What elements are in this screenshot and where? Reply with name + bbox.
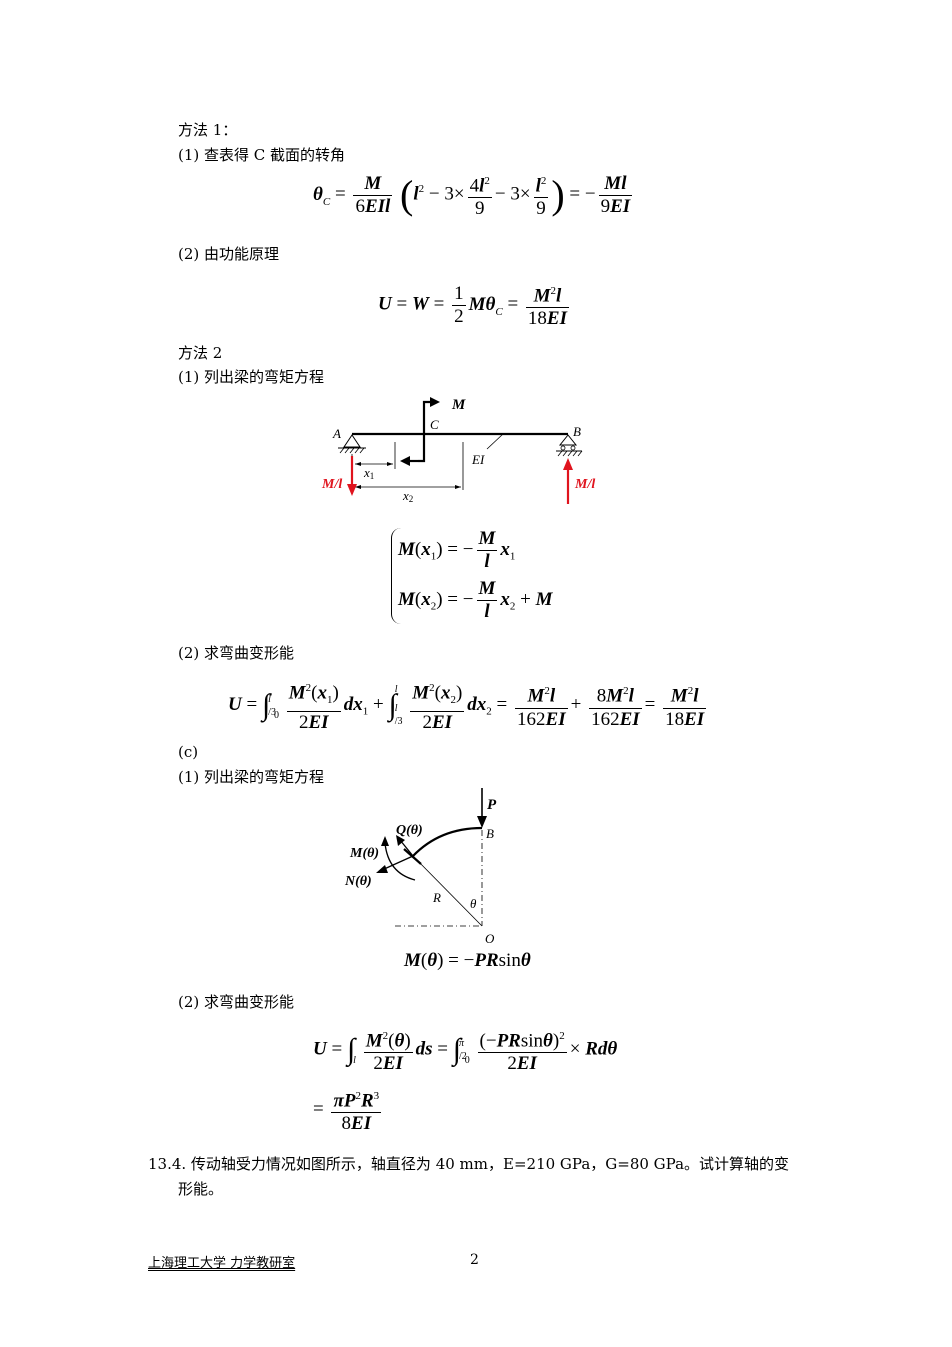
left-reaction-label: M/l	[321, 477, 342, 492]
curved-beam-diagram: P Q(θ) M(θ) N(θ) R θ B O	[344, 788, 497, 946]
x1-label: x1	[363, 465, 374, 481]
equation-system-brace	[391, 528, 402, 624]
beam-diagram: M C A B EI x1 x2 M/l M/l	[321, 397, 595, 504]
problem-line2: 形能。	[178, 1180, 224, 1198]
method2-heading: 方法 2	[178, 344, 223, 362]
method1-step1: (1) 查表得 C 截面的转角	[178, 146, 346, 164]
problem-line1: 13.4. 传动轴受力情况如图所示，轴直径为 40 mm，E=210 GPa，G…	[148, 1155, 790, 1173]
load-p-label: P	[487, 797, 497, 813]
x2-label: x2	[402, 488, 413, 504]
point-c-label: C	[430, 417, 439, 432]
moment-m-label: M(θ)	[349, 846, 379, 861]
equation-moment-theta: M(θ) = −PRsinθ	[404, 950, 531, 971]
method1-step2: (2) 由功能原理	[178, 245, 280, 263]
part-c-label: (c)	[178, 743, 199, 761]
method2-step2: (2) 求弯曲变形能	[178, 644, 295, 662]
point-b-curved-label: B	[486, 826, 494, 841]
page-number: 2	[470, 1252, 479, 1268]
center-o-label: O	[485, 931, 495, 946]
moment-label: M	[451, 397, 466, 413]
radius-r-label: R	[432, 890, 441, 905]
right-reaction-label: M/l	[574, 477, 595, 492]
method2-step1: (1) 列出梁的弯矩方程	[178, 368, 325, 386]
method1-heading: 方法 1：	[178, 121, 238, 139]
shear-q-label: Q(θ)	[396, 823, 423, 838]
footer-institution: 上海理工大学 力学教研室	[148, 1256, 296, 1271]
normal-n-label: N(θ)	[344, 874, 372, 889]
part-c-step1: (1) 列出梁的弯矩方程	[178, 768, 325, 786]
point-b-label: B	[573, 424, 581, 439]
theta-label: θ	[470, 896, 477, 911]
point-a-label: A	[332, 426, 341, 441]
part-c-step2: (2) 求弯曲变形能	[178, 993, 295, 1011]
stiffness-label: EI	[471, 452, 485, 467]
